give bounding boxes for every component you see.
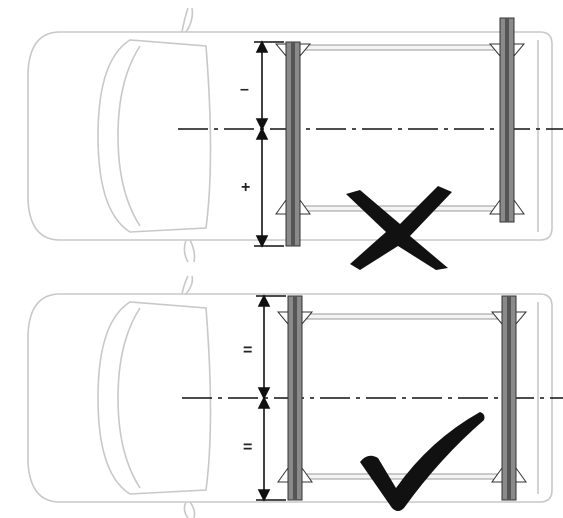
rail-left [285,41,301,247]
crossbars [299,44,501,212]
car-outline [27,275,553,518]
panel-correct: = = [27,275,563,518]
panel-incorrect: – + [27,7,563,270]
checkmark-icon [360,412,485,511]
top-label: = [243,342,252,359]
feet [276,311,528,483]
bottom-label: = [243,439,252,456]
crossbars [301,313,503,480]
cross-icon [346,186,452,270]
bottom-label: + [241,179,250,196]
feet [274,43,526,215]
rail-right [501,295,517,501]
top-label: – [240,81,249,98]
dimension-arrows [256,294,286,502]
rail-left [287,295,303,501]
rail-right [499,17,515,223]
dimension-arrows [254,40,284,248]
car-outline [27,7,553,263]
